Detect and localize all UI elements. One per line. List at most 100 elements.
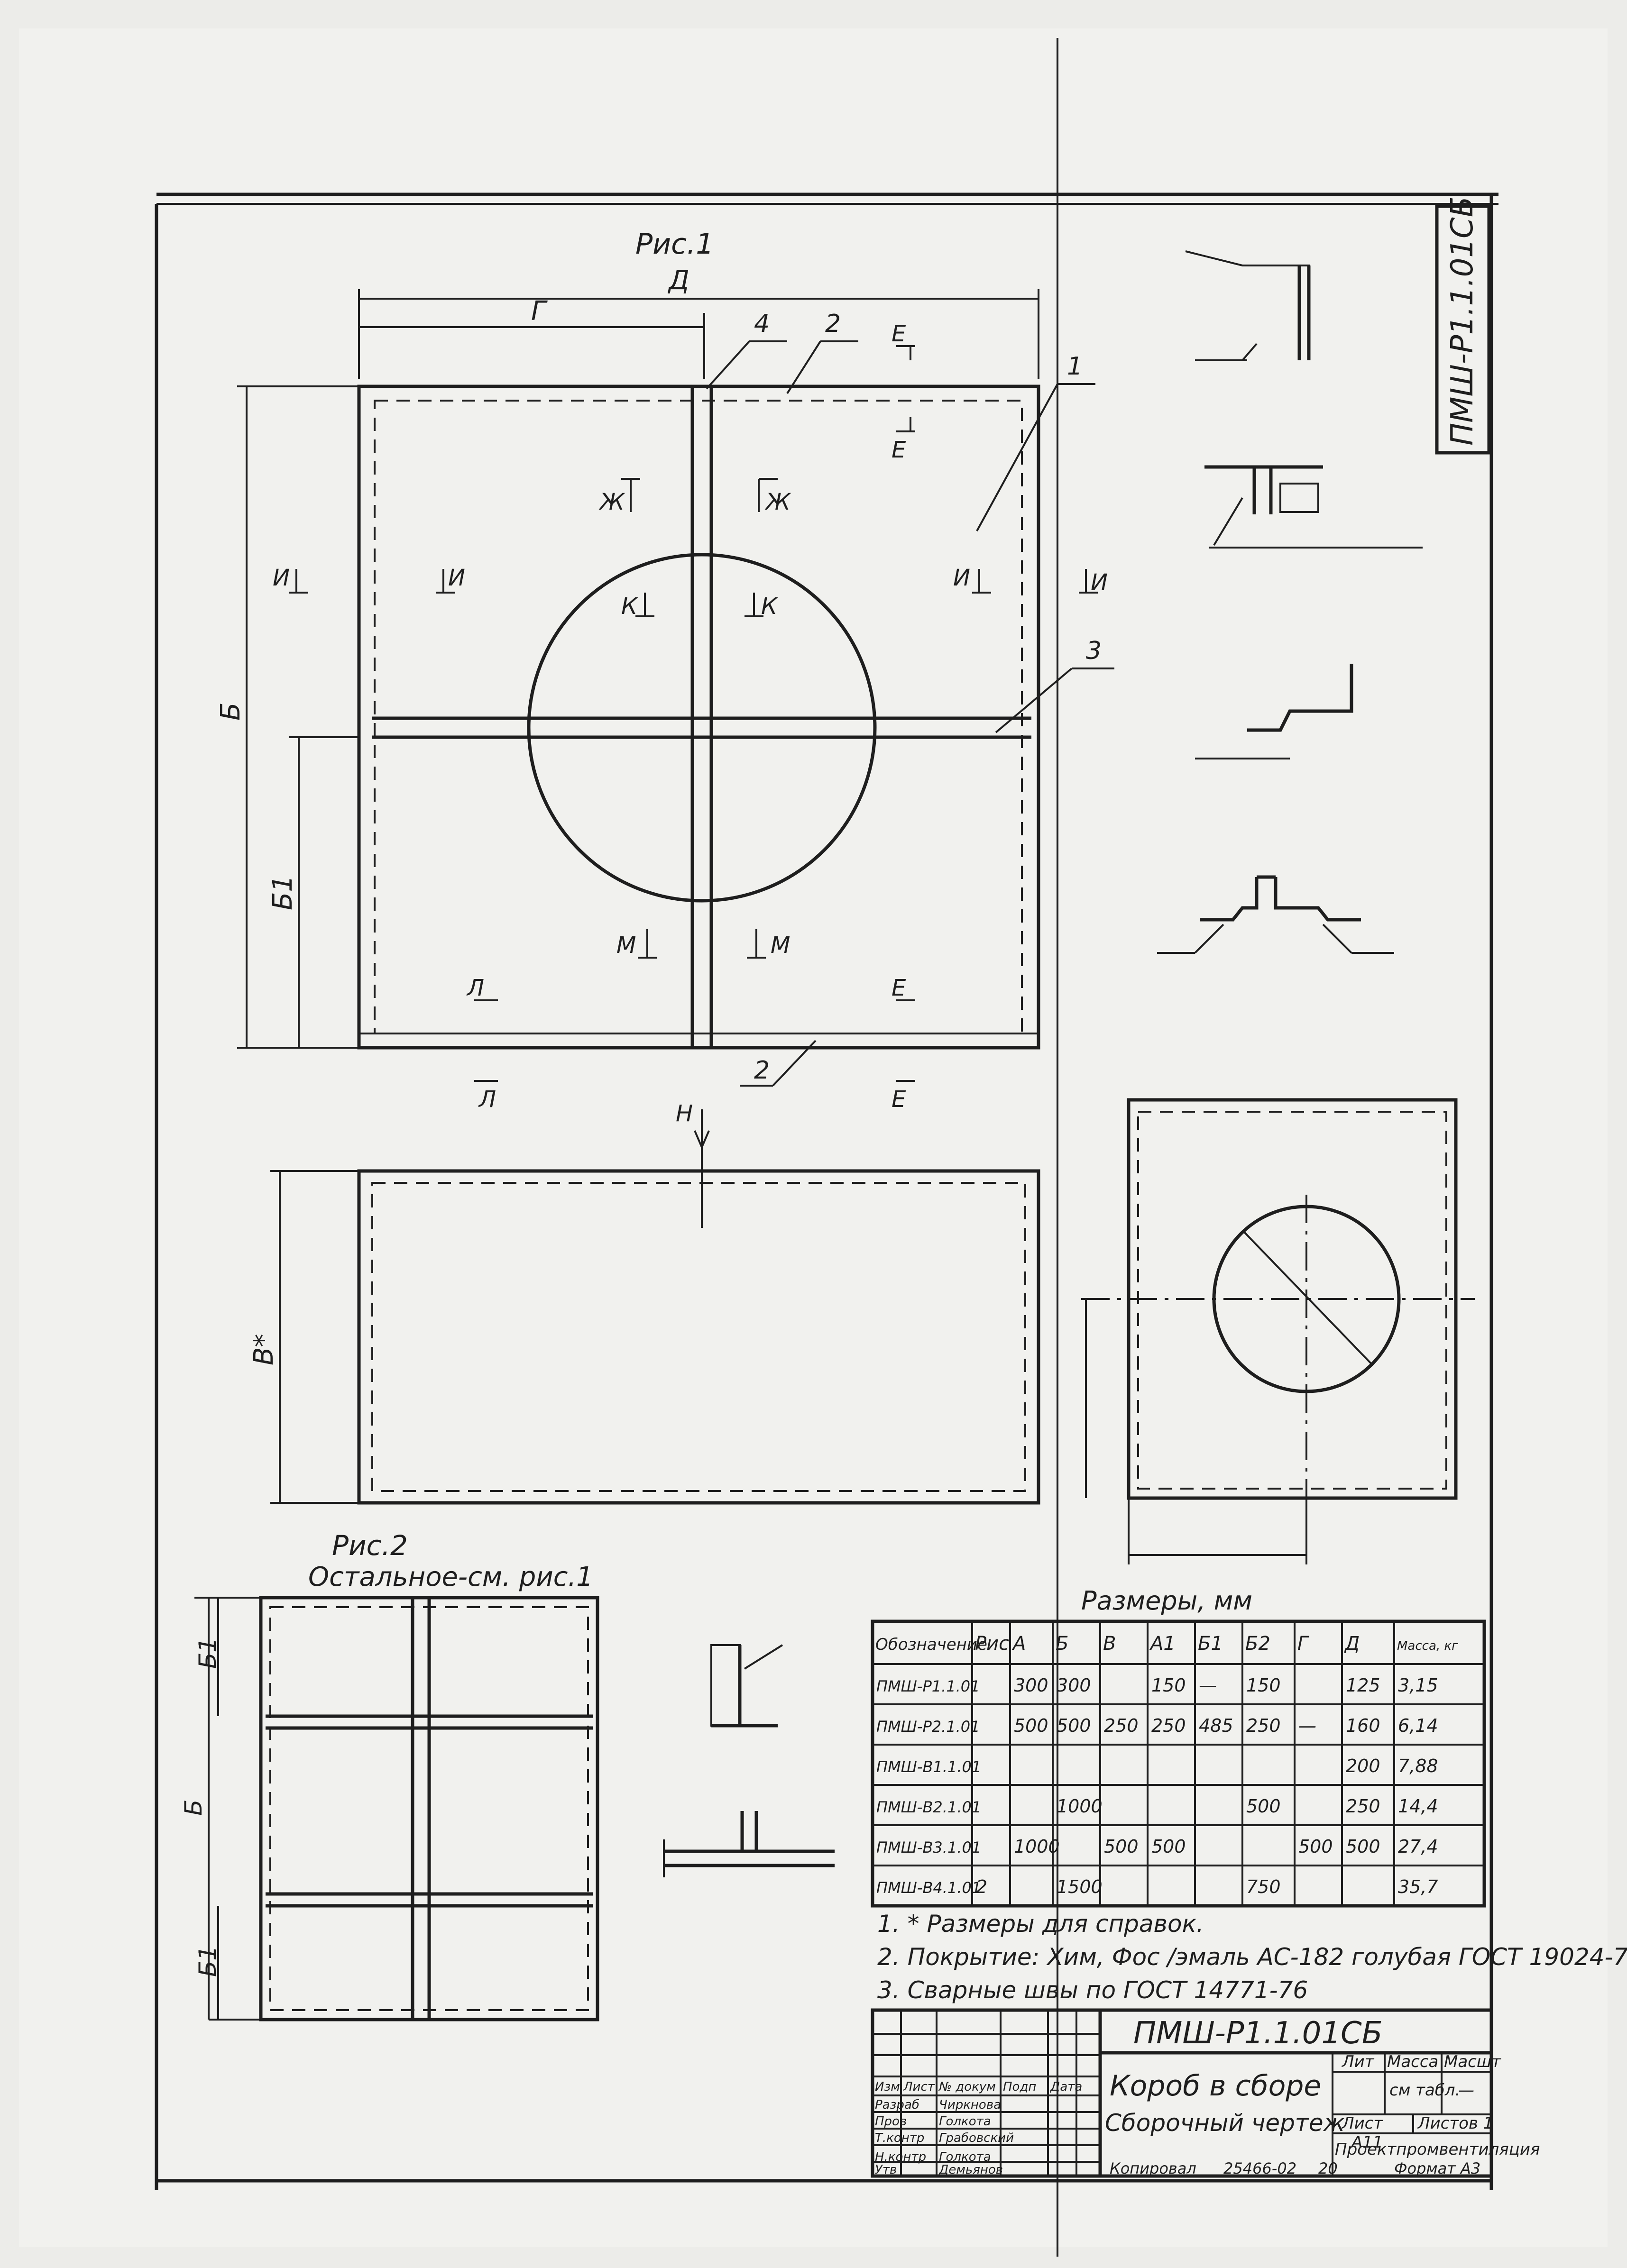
section-MM [663, 1811, 835, 1877]
table-cell: ПМШ-Р2.1.01 [876, 1718, 980, 1736]
fig1-view-H-marker: Н [676, 1100, 693, 1127]
title-person: Грабовский [939, 2131, 1014, 2145]
fig2-caption: Рис.2 [332, 1529, 408, 1562]
table-cell: 500 [1014, 1715, 1048, 1736]
title-mass-value: см табл. [1389, 2081, 1460, 2100]
title-role: Утв [875, 2163, 897, 2177]
table-header-cell: А [1011, 1633, 1026, 1655]
fig1-sec-I-3: И [953, 565, 970, 591]
title-header-cell: Изм [875, 2080, 900, 2094]
table-header-cell: В [1103, 1633, 1116, 1655]
fig1-dim-D: Д [667, 265, 689, 296]
title-role: Пров [875, 2114, 907, 2129]
view-H [1081, 1098, 1475, 1564]
table-title: Размеры, мм [1081, 1586, 1252, 1616]
fig1-side-view: В* Н [248, 1100, 1040, 1505]
title-header-cell: № докум [938, 2080, 996, 2094]
table-cell: 300 [1057, 1675, 1091, 1696]
table-cell: — [1199, 1675, 1217, 1696]
table-cell: 7,88 [1398, 1756, 1438, 1776]
table-cell: ПМШ-Р1.1.01 [876, 1677, 980, 1695]
fig1-sec-K-right: К [761, 593, 778, 620]
title-role: Разраб [875, 2098, 919, 2112]
fig1-dim-B: Б [215, 703, 246, 721]
title-mass-label: Масса [1387, 2052, 1438, 2071]
title-scale-value: — [1458, 2081, 1474, 2100]
fig1-sec-Zh-right: Ж [764, 489, 791, 515]
title-lit-label: Лит [1341, 2052, 1375, 2071]
title-name: Короб в сборе [1110, 2069, 1321, 2103]
table-cell: 485 [1199, 1715, 1233, 1736]
table-cell: ПМШ-В1.1.01 [876, 1758, 981, 1776]
table-header-cell: Обозначение [875, 1635, 987, 1654]
section-LL [710, 1644, 783, 1728]
title-org: Проектпромвентиляция [1335, 2140, 1540, 2159]
note-1: 1. * Размеры для справок. [877, 1910, 1204, 1938]
fig1-dim-B1: Б1 [267, 875, 298, 910]
table-cell: 1000 [1057, 1796, 1103, 1817]
section-KK [1157, 875, 1394, 954]
fig1-sec-L-bot: Л [478, 1086, 496, 1113]
title-block: ПМШ-Р1.1.01СБ Короб в сборе Сборочный че… [871, 2008, 1540, 2178]
table-cell: 500 [1298, 1836, 1333, 1857]
fig1-front-view: Рис.1 Д Г Б Б1 4 [215, 228, 1114, 1113]
table-cell: — [1298, 1715, 1316, 1736]
table-cell: 160 [1346, 1715, 1380, 1736]
fig1-pos1: 1 [1067, 352, 1083, 381]
table-cell: 500 [1151, 1836, 1186, 1857]
table-cell: 6,14 [1398, 1715, 1438, 1736]
side-code-box: ПМШ-Р1.1.01СБ [1435, 196, 1491, 455]
table-cell: 27,4 [1398, 1836, 1438, 1857]
section-ZhZh [1204, 465, 1423, 549]
table-header-cell: Д [1344, 1633, 1360, 1655]
table-header-cell: Б1 [1198, 1633, 1223, 1655]
note-2: 2. Покрытие: Хим, Фос /эмаль АС-182 голу… [877, 1943, 1627, 1971]
table-cell: ПМШ-В2.1.01 [876, 1798, 981, 1816]
table-cell: 200 [1346, 1756, 1380, 1776]
table-cell: ПМШ-В3.1.01 [876, 1838, 981, 1856]
table-header-cell: А1 [1149, 1633, 1176, 1655]
table-header-cell: Б2 [1245, 1633, 1270, 1655]
notes: 1. * Размеры для справок. 2. Покрытие: Х… [877, 1910, 1627, 2004]
title-doc-code: ПМШ-Р1.1.01СБ [1133, 2016, 1383, 2051]
table-cell: 500 [1346, 1836, 1380, 1857]
fig1-sec-M-right: М [771, 932, 790, 959]
table-cell: 500 [1057, 1715, 1091, 1736]
fig1-sec-E-top2: Е [892, 437, 906, 463]
table-cell: 150 [1246, 1675, 1281, 1696]
table-cell: 150 [1151, 1675, 1186, 1696]
title-format: Формат А3 [1394, 2159, 1480, 2177]
table-cell: 250 [1346, 1796, 1380, 1817]
table-cell: 750 [1246, 1876, 1281, 1897]
title-header-cell: Лист [903, 2080, 935, 2094]
fig1-caption: Рис.1 [635, 228, 714, 261]
table-cell: 300 [1014, 1675, 1048, 1696]
title-person: Голкота [939, 2114, 991, 2129]
table-cell: 35,7 [1398, 1876, 1438, 1897]
title-scale-label: Масшт [1444, 2052, 1501, 2071]
fig1-sec-M-left: М [616, 932, 636, 959]
table-cell: 3,15 [1398, 1675, 1438, 1696]
fig1-sec-I-4: И [1091, 569, 1108, 596]
side-code: ПМШ-Р1.1.01СБ [1445, 196, 1480, 446]
title-sheet-label: Лист [1341, 2114, 1383, 2133]
title-role: Т.контр [875, 2131, 924, 2145]
table-cell: 2 [976, 1876, 987, 1897]
title-person: Демьянов [938, 2163, 1003, 2177]
fig2-subcaption: Остальное-см. рис.1 [308, 1562, 593, 1592]
fig1-sec-Zh-left: Ж [598, 489, 625, 515]
fig1-sec-L-top: Л [466, 975, 484, 1001]
note-3: 3. Сварные швы по ГОСТ 14771-76 [877, 1976, 1308, 2004]
fig1-sec-I-1: И [273, 565, 290, 591]
fig1-pos2-bottom: 2 [754, 1056, 770, 1085]
table-cell: 1000 [1014, 1836, 1060, 1857]
fig1-dim-G: Г [531, 296, 548, 327]
table-cell: 500 [1246, 1796, 1281, 1817]
fig2-dim-B1-bottom: Б1 [194, 1946, 221, 1977]
fig2-dim-B1-top: Б1 [194, 1637, 221, 1669]
title-archive-sub: 20 [1318, 2159, 1338, 2177]
title-role: Н.контр [875, 2150, 926, 2164]
section-II [1195, 664, 1353, 759]
